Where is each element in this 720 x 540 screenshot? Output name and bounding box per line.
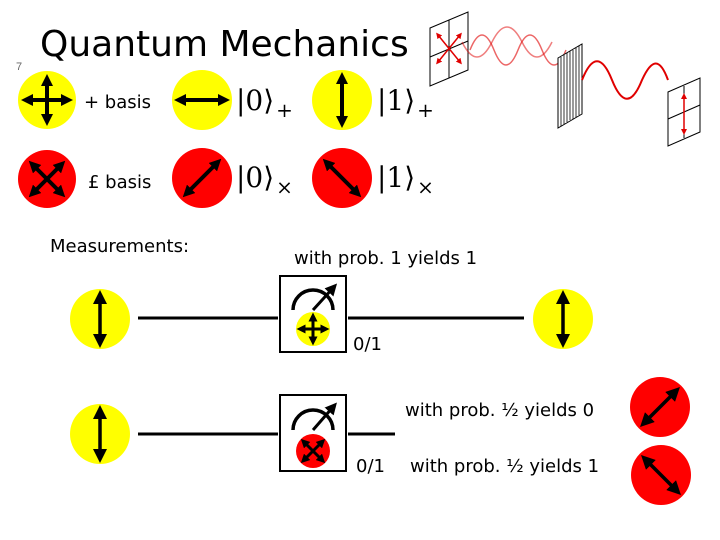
horizontal-arrow-icon bbox=[172, 70, 232, 130]
slide-number: 7 bbox=[16, 61, 23, 73]
plus-basis-label: + basis bbox=[84, 92, 152, 113]
bottom-input-icon bbox=[70, 404, 130, 464]
diagonal-arrow-icon bbox=[172, 148, 232, 208]
top-meter-icon bbox=[279, 275, 347, 353]
ket-0-times: |0⟩× bbox=[236, 161, 293, 199]
ket-1-plus: |1⟩+ bbox=[377, 84, 434, 122]
measurements-heading: Measurements: bbox=[50, 236, 190, 257]
page-title: Quantum Mechanics bbox=[40, 24, 409, 65]
bottom-meter-icon bbox=[279, 394, 347, 472]
plus-basis-icon bbox=[18, 71, 76, 129]
bottom-result-1-text: with prob. ½ yields 1 bbox=[410, 456, 600, 477]
top-outcome-label: 0/1 bbox=[353, 334, 382, 355]
ket-0-plus: |0⟩+ bbox=[236, 84, 293, 122]
bottom-output-1-icon bbox=[631, 445, 691, 505]
top-input-icon bbox=[70, 289, 130, 349]
top-result-text: with prob. 1 yields 1 bbox=[294, 248, 478, 269]
times-basis-icon bbox=[18, 150, 76, 208]
vertical-arrow-icon bbox=[312, 70, 372, 130]
times-basis-label: £ basis bbox=[88, 172, 152, 193]
bottom-outcome-label: 0/1 bbox=[356, 456, 385, 477]
top-output-icon bbox=[533, 289, 593, 349]
bottom-output-0-icon bbox=[630, 377, 690, 437]
bottom-result-0-text: with prob. ½ yields 0 bbox=[405, 400, 595, 421]
ket-1-times: |1⟩× bbox=[377, 161, 434, 199]
antidiagonal-arrow-icon bbox=[312, 148, 372, 208]
polarizer-wave-icon bbox=[429, 11, 701, 147]
